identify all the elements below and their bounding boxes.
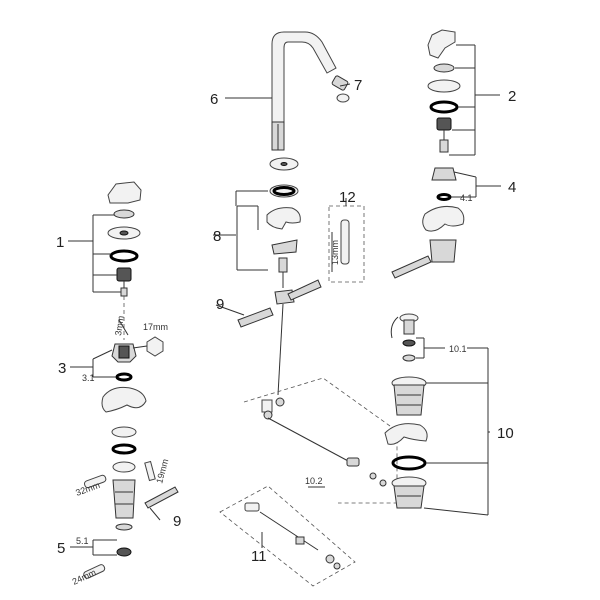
callout-9-upper: 9 [216,296,224,313]
callout-3: 3 [58,360,66,377]
left-handle-assembly [107,181,142,297]
popup-rod-assembly [243,377,398,504]
popup-kit-11 [219,485,356,587]
callout-11: 11 [251,548,267,565]
callout-10-1: 10.1 [449,344,467,354]
callout-4-1: 4.1 [460,193,473,203]
dimension-3mm: 3mm [113,315,126,336]
right-handle-assembly [391,29,465,279]
dimension-24mm: 24mm [71,567,98,587]
gauge-part-12 [328,198,365,283]
left-cartridge-assembly [111,296,164,382]
dimension-17mm: 17mm [143,322,168,332]
drain-assembly [384,313,428,509]
callout-4: 4 [508,179,516,196]
callout-6: 6 [210,91,218,108]
callout-1: 1 [56,234,64,251]
dimension-19mm: 19mm [154,458,170,485]
right-callout-lines [449,44,501,198]
callout-9-lower: 9 [173,513,181,530]
spout-assembly [213,31,350,396]
callout-7: 7 [354,77,362,94]
callout-12: 12 [339,189,356,206]
callout-10-2: 10.2 [305,476,323,486]
callout-3-1: 3.1 [82,373,95,383]
drain-callout-lines [416,337,490,516]
callout-5: 5 [57,540,65,557]
leader-lines [149,83,351,548]
callout-8: 8 [213,228,221,245]
callout-5-1: 5.1 [76,536,89,546]
callout-10: 10 [497,425,514,442]
left-callout-lines [68,214,121,556]
dimension-13mm: 13mm [330,240,340,265]
left-body-assembly [83,386,179,579]
callout-2: 2 [508,88,516,105]
dimension-32mm: 32mm [74,480,101,498]
aerator [331,75,350,103]
